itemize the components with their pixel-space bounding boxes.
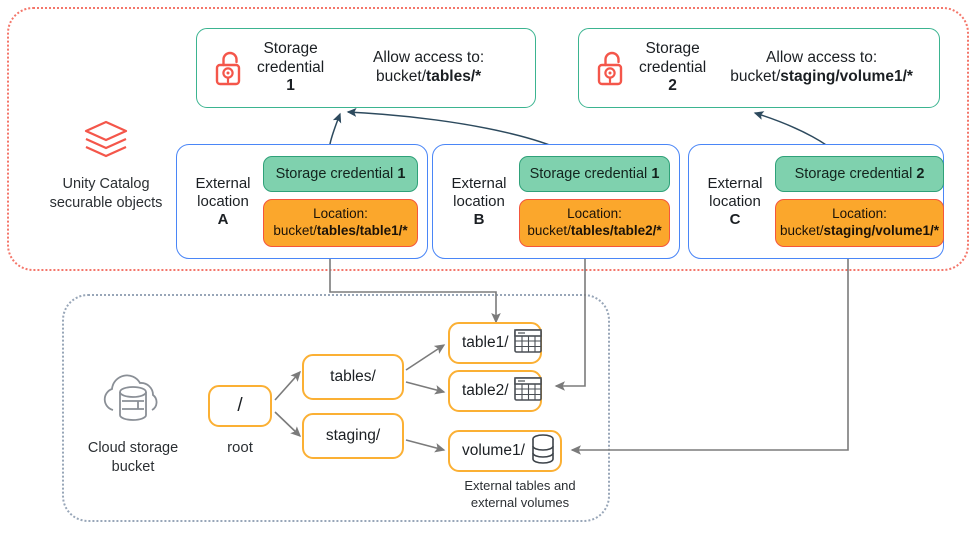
credential-access-1: Allow access to: bucket/tables/* — [332, 49, 525, 87]
extloc-location-prefix: bucket/ — [273, 223, 317, 239]
volume-cylinder-icon — [529, 433, 557, 470]
legend-line-2: bucket — [111, 458, 155, 475]
tree-leaf-label: volume1/ — [462, 442, 525, 459]
credential-access-prefix: bucket/ — [730, 68, 781, 85]
extloc-location-chip-c[interactable]: Location: bucket/staging/volume1/* — [775, 199, 945, 248]
external-location-stack-c: Storage credential 2 Location: bucket/st… — [775, 155, 945, 248]
extloc-credential-number: 1 — [397, 165, 406, 182]
tree-branch-label: tables/ — [330, 368, 376, 385]
tree-root-caption: root — [208, 438, 272, 458]
extloc-credential-label: Storage credential — [275, 165, 398, 182]
caption-line-2: external volumes — [470, 494, 570, 510]
external-location-label-b: External location B — [439, 175, 519, 229]
extloc-credential-chip-c[interactable]: Storage credential 2 — [775, 155, 945, 193]
extloc-location-path: staging/volume1/* — [823, 223, 940, 239]
arrow-extloc-c-to-volume1 — [570, 256, 849, 455]
extloc-letter: B — [473, 210, 485, 228]
extloc-location-title: Location: — [832, 206, 887, 222]
extloc-credential-chip-b[interactable]: Storage credential 1 — [519, 155, 670, 193]
extloc-location-title: Location: — [313, 206, 368, 222]
cloud-database-icon — [91, 374, 175, 432]
unity-catalog-legend: Unity Catalog securable objects — [32, 118, 180, 212]
credential-title-line2: credential — [257, 58, 325, 76]
tree-node-tables[interactable]: tables/ — [302, 354, 404, 400]
extloc-location-path: tables/table1/* — [316, 223, 408, 239]
credential-title-line2: credential — [639, 58, 707, 76]
credential-number: 1 — [286, 77, 295, 95]
tree-leaf-label: table1/ — [462, 334, 509, 351]
external-location-card-a[interactable]: External location A Storage credential 1… — [176, 144, 428, 259]
extloc-location-prefix: bucket/ — [527, 223, 571, 239]
extloc-location-chip-b[interactable]: Location: bucket/tables/table2/* — [519, 199, 670, 248]
open-padlock-icon — [207, 49, 253, 87]
storage-credential-card-2[interactable]: Storage credential 2 Allow access to: bu… — [578, 28, 940, 108]
tree-branch-label: staging/ — [325, 427, 381, 444]
tree-node-volume1[interactable]: volume1/ — [448, 430, 562, 472]
credential-access-2: Allow access to: bucket/staging/volume1/… — [714, 49, 929, 87]
external-tables-volumes-caption: External tables and external volumes — [430, 478, 610, 512]
external-location-card-b[interactable]: External location B Storage credential 1… — [432, 144, 680, 259]
external-location-label-a: External location A — [183, 175, 263, 229]
credential-title-1: Storage credential 1 — [253, 40, 332, 97]
tree-node-table2[interactable]: table2/ — [448, 370, 542, 412]
credential-title-2: Storage credential 2 — [635, 40, 714, 97]
cloud-storage-legend: Cloud storage bucket — [58, 368, 208, 476]
extloc-label-line1: External — [195, 174, 251, 192]
credential-access-path: tables/* — [426, 68, 482, 85]
cloud-storage-legend-text: Cloud storage bucket — [58, 439, 208, 476]
table-grid-icon — [513, 327, 543, 360]
extloc-location-chip-a[interactable]: Location: bucket/tables/table1/* — [263, 199, 418, 248]
storage-credential-card-1[interactable]: Storage credential 1 Allow access to: bu… — [196, 28, 536, 108]
external-location-label-c: External location C — [695, 175, 775, 229]
external-location-stack-a: Storage credential 1 Location: bucket/ta… — [263, 155, 418, 248]
extloc-letter: A — [217, 210, 229, 228]
external-location-card-c[interactable]: External location C Storage credential 2… — [688, 144, 945, 259]
credential-number: 2 — [668, 77, 677, 95]
open-padlock-icon — [589, 49, 635, 87]
credential-title-line1: Storage — [263, 39, 318, 57]
credential-access-label: Allow access to: — [766, 49, 878, 67]
extloc-location-prefix: bucket/ — [780, 223, 824, 239]
databricks-logo-icon — [82, 120, 130, 168]
external-location-stack-b: Storage credential 1 Location: bucket/ta… — [519, 155, 670, 248]
tree-root-label: / — [237, 395, 243, 416]
root-caption-text: root — [227, 439, 253, 456]
legend-line-1: Cloud storage — [87, 440, 179, 456]
extloc-label-line2: location — [709, 192, 761, 210]
credential-access-label: Allow access to: — [373, 49, 485, 67]
legend-line-1: Unity Catalog — [62, 176, 150, 192]
credential-title-line1: Storage — [645, 39, 700, 57]
tree-node-table1[interactable]: table1/ — [448, 322, 542, 364]
extloc-location-title: Location: — [567, 206, 622, 222]
legend-line-2: securable objects — [49, 194, 163, 211]
extloc-credential-number: 2 — [916, 165, 925, 182]
extloc-label-line1: External — [707, 174, 763, 192]
caption-line-1: External tables and — [464, 478, 576, 493]
tree-node-root[interactable]: / — [208, 385, 272, 427]
extloc-credential-label: Storage credential — [794, 165, 917, 182]
extloc-label-line1: External — [451, 174, 507, 192]
extloc-location-path: tables/table2/* — [570, 223, 662, 239]
credential-access-path: staging/volume1/* — [780, 68, 913, 85]
extloc-credential-label: Storage credential — [529, 165, 652, 182]
tree-node-staging[interactable]: staging/ — [302, 413, 404, 459]
extloc-credential-chip-a[interactable]: Storage credential 1 — [263, 155, 418, 193]
extloc-label-line2: location — [453, 192, 505, 210]
extloc-credential-number: 1 — [651, 165, 660, 182]
table-grid-icon — [513, 375, 543, 408]
tree-leaf-label: table2/ — [462, 382, 509, 399]
unity-catalog-legend-text: Unity Catalog securable objects — [32, 175, 180, 212]
credential-access-prefix: bucket/ — [376, 68, 427, 85]
extloc-label-line2: location — [197, 192, 249, 210]
extloc-letter: C — [729, 210, 741, 228]
